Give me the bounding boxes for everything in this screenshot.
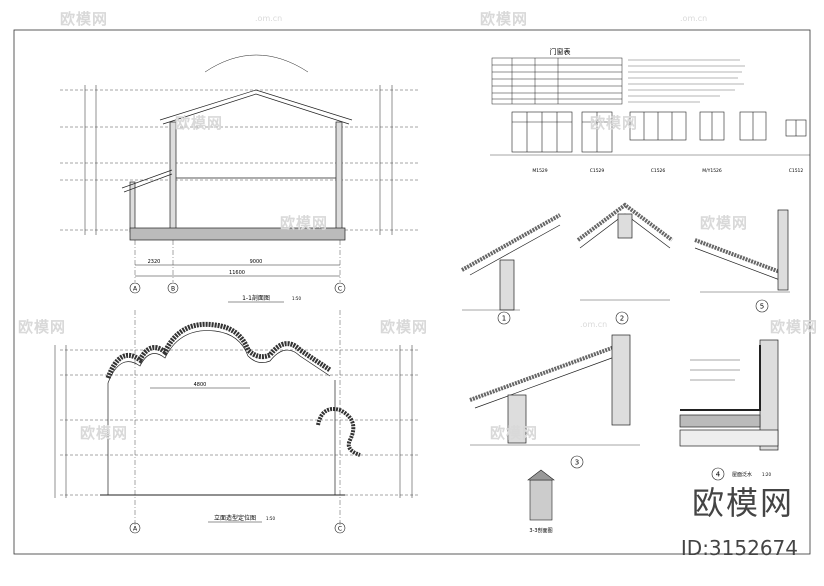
gable-axis-bubbles <box>129 522 346 534</box>
watermark-site: .om.cn <box>255 14 283 23</box>
window-elevations <box>490 111 810 156</box>
watermark-text: 欧模网 <box>280 214 329 232</box>
watermark-text: 欧模网 <box>480 10 529 28</box>
gable-axis-c: C <box>338 526 342 533</box>
dim-11600: 11600 <box>229 270 245 276</box>
window-label-1: M1529 <box>532 168 547 174</box>
gable-title: 立面造型定位图 <box>214 514 256 522</box>
section-3-3 <box>527 469 555 521</box>
detail-4-title: 屋面泛水 <box>732 471 752 478</box>
section-3-3-title: 3-3剖面图 <box>529 527 552 534</box>
detail-4-bubble <box>711 467 725 481</box>
table-title: 门窗表 <box>550 47 571 56</box>
watermark-text: 欧模网 <box>490 424 539 442</box>
gable-elevation <box>54 310 420 525</box>
watermark-site: .om.cn <box>680 14 708 23</box>
axis-label-b: B <box>171 286 175 293</box>
detail-4-number: 4 <box>716 471 721 479</box>
window-label-3: C1526 <box>651 168 666 174</box>
dim-arch: 4800 <box>194 382 207 388</box>
detail-3-number: 3 <box>575 459 579 467</box>
window-label-2: C1529 <box>590 168 605 174</box>
detail-1-number: 1 <box>502 315 506 323</box>
gable-scale: 1:50 <box>266 516 275 521</box>
eave-details <box>461 202 790 311</box>
axis-label-a: A <box>133 286 138 293</box>
detail-4-scale: 1:20 <box>762 472 771 477</box>
watermark-text: 欧模网 <box>60 10 109 28</box>
watermark-text: 欧模网 <box>175 114 224 132</box>
watermark-text: 欧模网 <box>18 318 67 336</box>
window-label-4: M/Y1526 <box>702 168 722 174</box>
detail-5-number: 5 <box>760 303 764 311</box>
brand-logo-text: 欧模网 <box>691 484 794 522</box>
section-axis-bubbles <box>129 282 346 294</box>
detail-3 <box>469 334 640 446</box>
watermark-text: 欧模网 <box>700 214 749 232</box>
gable-axis-a: A <box>133 526 138 533</box>
notes-block <box>628 59 745 103</box>
sheet-border <box>13 29 811 555</box>
watermark-text: 欧模网 <box>770 318 819 336</box>
section-title: 1-1剖面图 <box>242 294 270 302</box>
dim-9000: 9000 <box>250 259 263 265</box>
resource-id: ID:3152674 <box>680 536 798 560</box>
watermark-site: .om.cn <box>580 320 608 329</box>
watermark-text: 欧模网 <box>380 318 429 336</box>
detail-bubbles-row1 <box>497 299 769 325</box>
axis-label-c: C <box>338 286 342 293</box>
section-scale: 1:50 <box>292 296 301 301</box>
dim-2320: 2320 <box>148 259 161 265</box>
window-label-5: C1512 <box>789 168 804 174</box>
watermark-text: 欧模网 <box>80 424 129 442</box>
watermark-text: 欧模网 <box>590 114 639 132</box>
detail-3-bubble <box>570 455 584 469</box>
door-window-table <box>491 57 623 105</box>
detail-4 <box>679 339 779 451</box>
section-1-1 <box>60 54 420 282</box>
detail-2-number: 2 <box>620 315 624 323</box>
